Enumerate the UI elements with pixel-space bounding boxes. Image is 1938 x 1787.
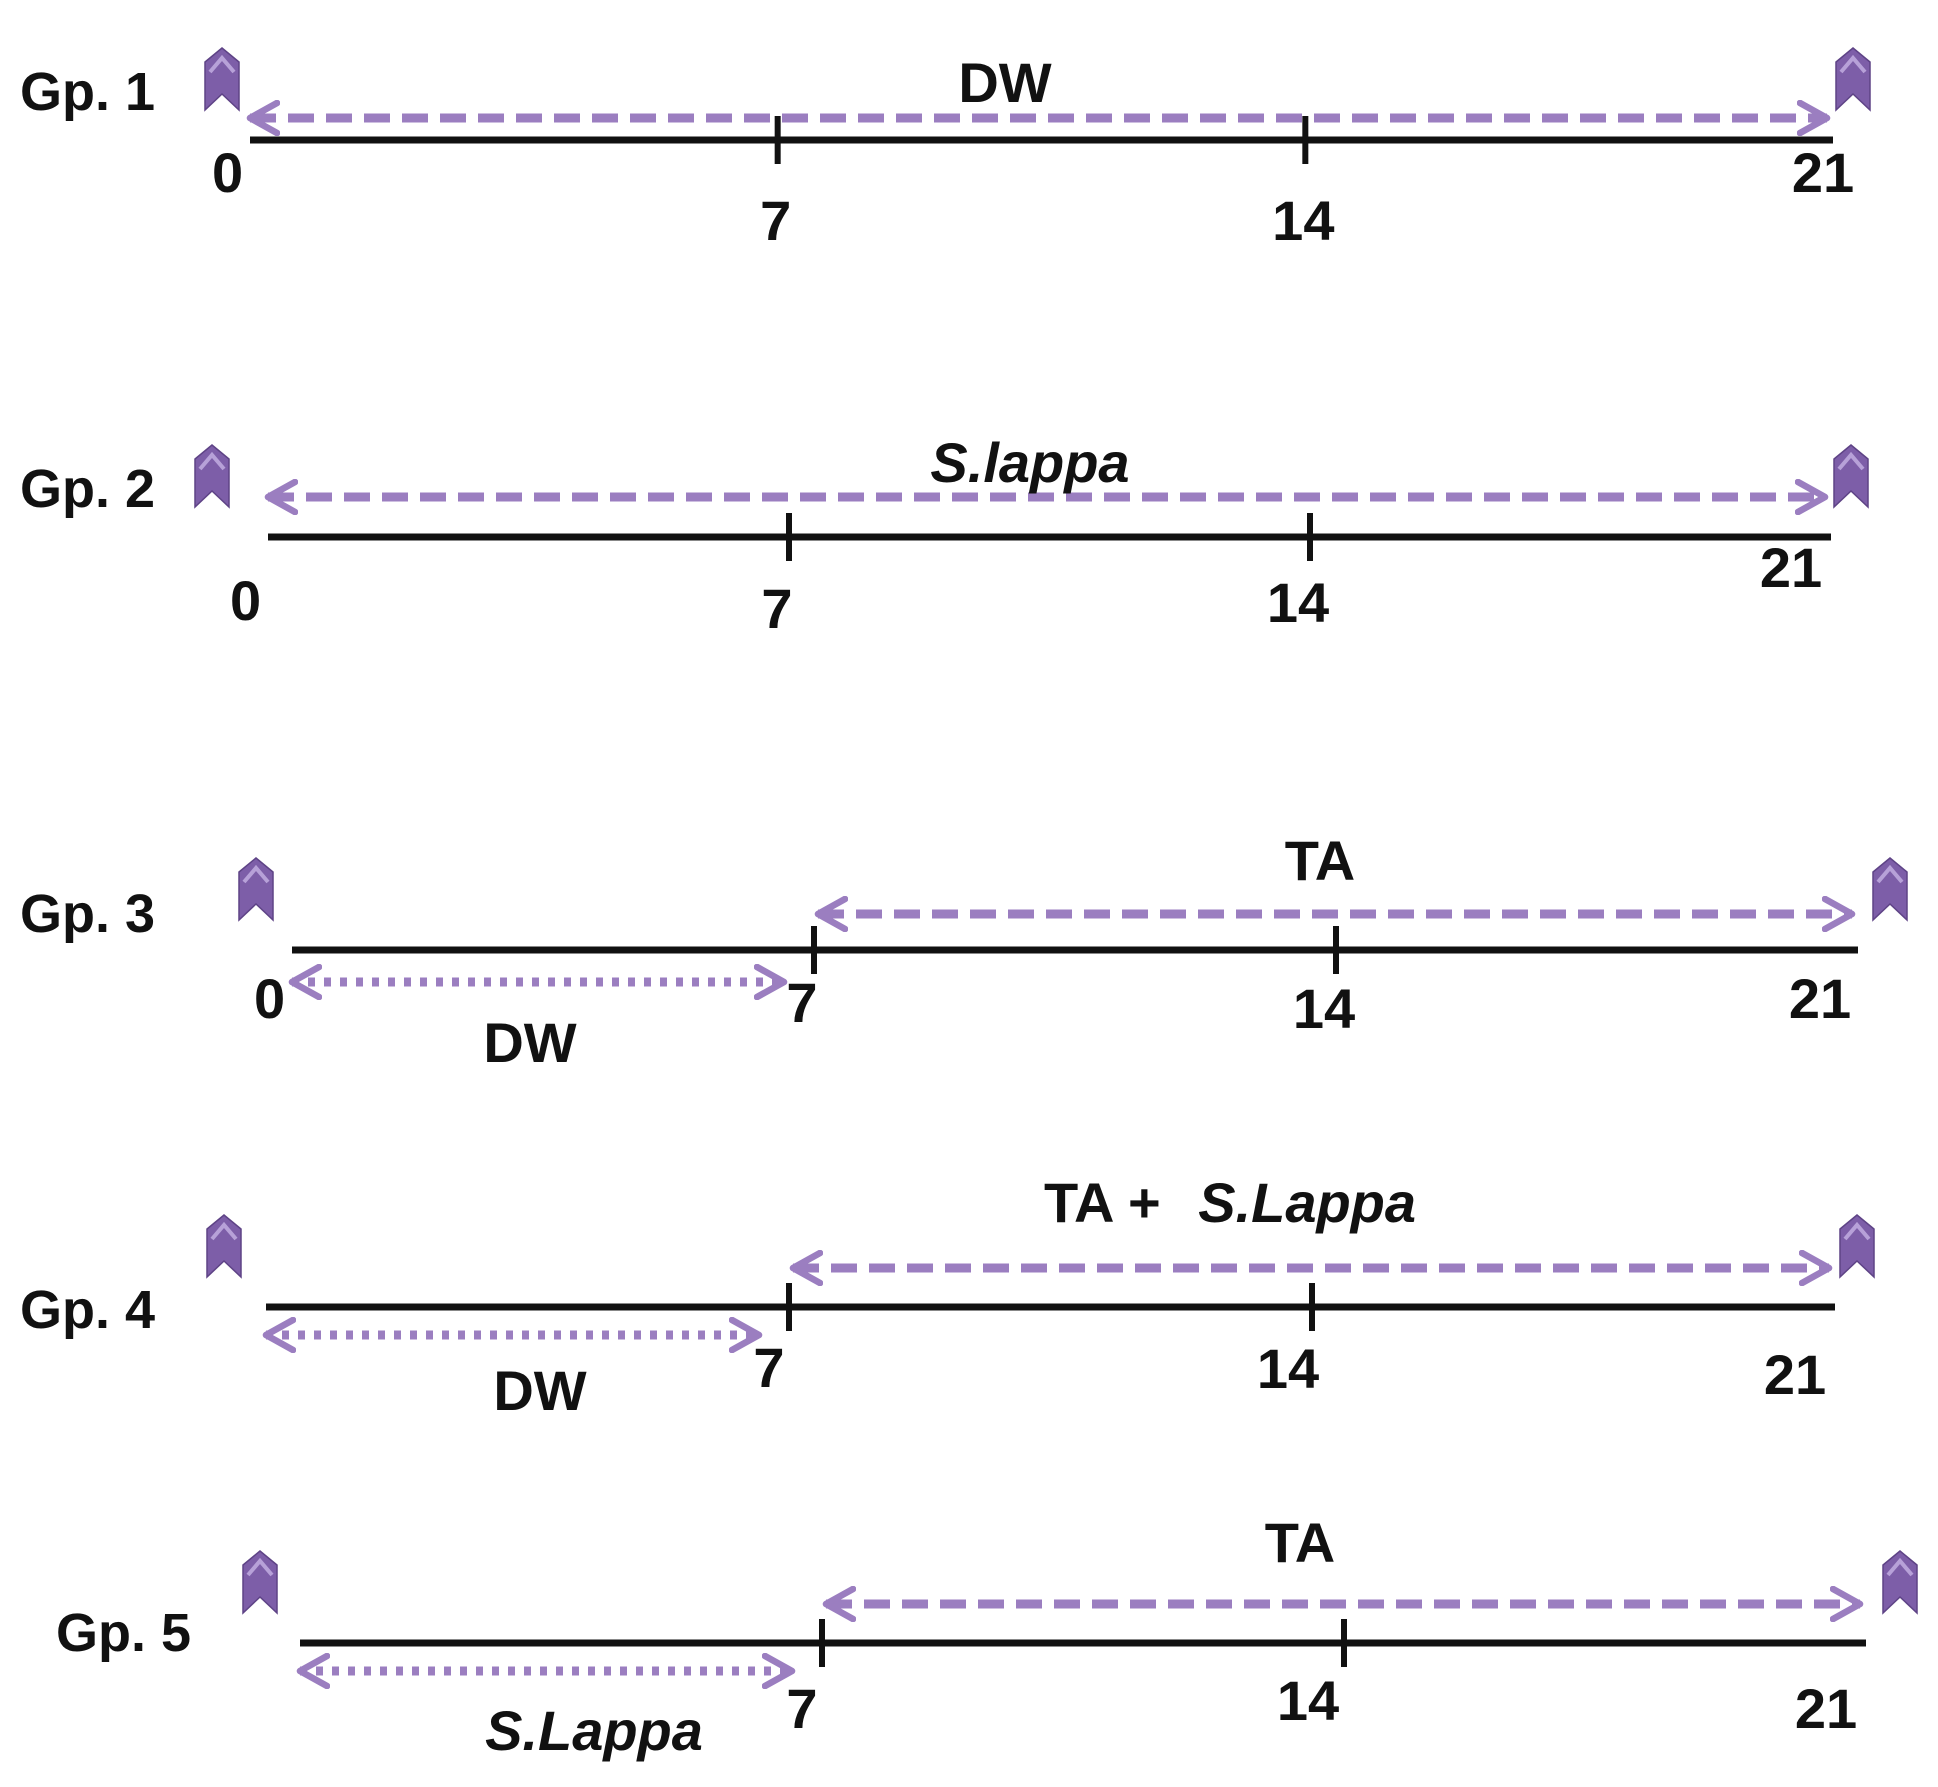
group-label: Gp. 4 xyxy=(20,1280,155,1340)
start-marker-icon xyxy=(204,47,240,112)
group-label: Gp. 5 xyxy=(56,1603,191,1663)
group-2: Gp. 2 0 7 14 21 S.lappa xyxy=(20,431,1869,640)
tick-label-day-14: 14 xyxy=(1277,1669,1339,1732)
end-marker-icon xyxy=(1839,1214,1875,1279)
marker-highlight xyxy=(1839,54,1867,74)
treatment-label: TA + S.Lappa xyxy=(1044,1171,1416,1234)
marker-shape xyxy=(1872,857,1908,922)
group-3: Gp. 3 0 7 14 21 TA DW xyxy=(20,829,1908,1074)
marker-highlight xyxy=(242,864,270,884)
tick-label-day-14: 14 xyxy=(1293,977,1355,1040)
marker-shape xyxy=(238,857,274,922)
start-marker-icon xyxy=(194,444,230,509)
treatment-label: S.lappa xyxy=(930,431,1129,494)
tick-label-day-21: 21 xyxy=(1792,141,1854,204)
tick-label-day-21: 21 xyxy=(1795,1677,1857,1740)
marker-highlight xyxy=(210,1221,238,1241)
marker-shape xyxy=(194,444,230,509)
tick-label-day-7: 7 xyxy=(761,577,792,640)
marker-highlight xyxy=(1837,451,1865,471)
start-marker-icon xyxy=(238,857,274,922)
tick-label-day-7: 7 xyxy=(786,971,817,1034)
end-marker-icon xyxy=(1835,47,1871,112)
tick-label-day-7: 7 xyxy=(786,1677,817,1740)
tick-label-day-14: 14 xyxy=(1257,1337,1319,1400)
marker-shape xyxy=(242,1550,278,1615)
marker-shape xyxy=(1882,1550,1918,1615)
marker-highlight xyxy=(246,1557,274,1577)
marker-highlight xyxy=(198,451,226,471)
marker-highlight xyxy=(1886,1557,1914,1577)
tick-label-day-14: 14 xyxy=(1272,189,1334,252)
marker-shape xyxy=(1833,444,1869,509)
end-marker-icon xyxy=(1882,1550,1918,1615)
treatment-label-part: TA + xyxy=(1044,1171,1176,1234)
end-marker-icon xyxy=(1833,444,1869,509)
tick-label-day-7: 7 xyxy=(753,1336,784,1399)
treatment-label: TA xyxy=(1265,1511,1336,1574)
group-label: Gp. 2 xyxy=(20,459,155,519)
tick-label-day-21: 21 xyxy=(1760,536,1822,599)
treatment-label: S.Lappa xyxy=(485,1699,703,1762)
treatment-label-agent: S.Lappa xyxy=(1198,1171,1416,1234)
treatment-label: DW xyxy=(493,1359,586,1422)
tick-label-day-0: 0 xyxy=(212,141,243,204)
treatment-label: DW xyxy=(483,1011,576,1074)
start-marker-icon xyxy=(242,1550,278,1615)
marker-highlight xyxy=(1843,1221,1871,1241)
end-marker-icon xyxy=(1872,857,1908,922)
group-label: Gp. 3 xyxy=(20,884,155,944)
tick-label-day-14: 14 xyxy=(1267,571,1329,634)
tick-label-day-0: 0 xyxy=(254,967,285,1030)
marker-shape xyxy=(1839,1214,1875,1279)
treatment-label: DW xyxy=(958,51,1051,114)
group-1: Gp. 1 0 7 14 21 DW xyxy=(20,47,1871,252)
tick-label-day-0: 0 xyxy=(230,569,261,632)
treatment-label: TA xyxy=(1285,829,1356,892)
tick-label-day-21: 21 xyxy=(1764,1343,1826,1406)
marker-highlight xyxy=(208,54,236,74)
marker-shape xyxy=(204,47,240,112)
tick-label-day-7: 7 xyxy=(760,189,791,252)
tick-label-day-21: 21 xyxy=(1789,967,1851,1030)
marker-shape xyxy=(206,1214,242,1279)
start-marker-icon xyxy=(206,1214,242,1279)
marker-highlight xyxy=(1876,864,1904,884)
group-5: Gp. 5 7 14 21 TA S.Lappa xyxy=(56,1511,1918,1762)
marker-shape xyxy=(1835,47,1871,112)
group-label: Gp. 1 xyxy=(20,62,155,122)
